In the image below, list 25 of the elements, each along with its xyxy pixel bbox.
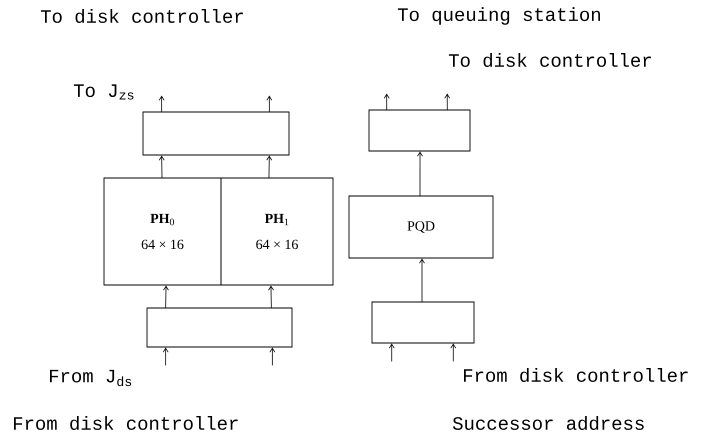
arrow bbox=[163, 285, 169, 308]
arrow bbox=[266, 96, 272, 112]
memory-box: PH$_{0}$ 64 × 16 bbox=[104, 178, 222, 286]
arrow bbox=[388, 343, 395, 362]
register-box bbox=[368, 110, 470, 152]
signal-label: Successor address bbox=[452, 416, 644, 430]
memory-box: PH$_{1}$ 64 × 16 bbox=[220, 178, 334, 286]
register-box bbox=[146, 308, 292, 348]
arrow bbox=[162, 347, 169, 366]
arrow bbox=[268, 285, 274, 308]
arrow bbox=[419, 258, 425, 302]
arrow bbox=[266, 155, 272, 178]
register-box bbox=[372, 302, 474, 344]
register-box bbox=[142, 112, 290, 156]
arrow bbox=[158, 96, 165, 112]
arrow bbox=[450, 343, 456, 362]
arrow bbox=[417, 151, 423, 196]
arrow bbox=[269, 347, 276, 366]
arrow bbox=[444, 94, 450, 110]
signal-label: To disk controller bbox=[40, 9, 243, 23]
process-box: PQD bbox=[348, 196, 494, 258]
signal-label: From disk controller bbox=[14, 416, 238, 430]
arrow bbox=[384, 94, 390, 110]
signal-label: To queuing station bbox=[398, 7, 600, 25]
arrow bbox=[158, 155, 165, 178]
